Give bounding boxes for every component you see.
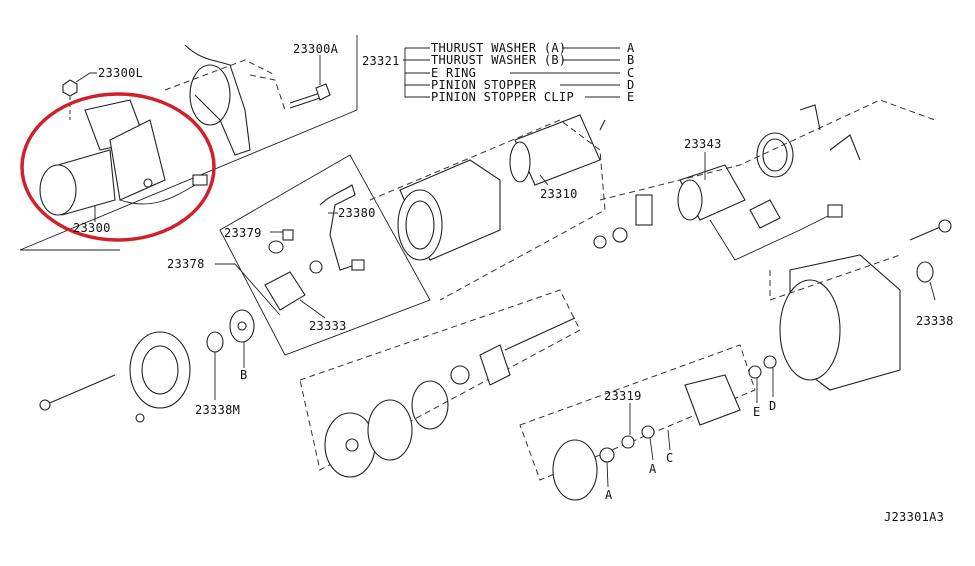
- legend-item-key: D: [627, 78, 635, 92]
- plunger-parts: [593, 104, 861, 249]
- callout-c: C: [666, 451, 674, 465]
- highlight-circle: [20, 92, 216, 242]
- reduction-gear-set: [324, 317, 576, 478]
- label-23300A: 23300A: [293, 42, 339, 56]
- label-23338: 23338: [916, 314, 954, 328]
- diagram-reference-code: J23301A3: [884, 510, 944, 524]
- label-23321: 23321: [362, 54, 400, 68]
- label-23343: 23343: [684, 137, 722, 151]
- legend-item-name: THURUST WASHER (B): [431, 53, 566, 67]
- legend-item-name: E RING: [431, 66, 476, 80]
- clutch-group-outline: [519, 344, 756, 481]
- label-23319: 23319: [604, 389, 642, 403]
- label-23310: 23310: [540, 187, 578, 201]
- legend-item-key: A: [627, 41, 635, 55]
- label-23300: 23300: [73, 221, 111, 235]
- brush-group-outline: [219, 154, 431, 356]
- label-23380: 23380: [338, 206, 376, 220]
- callout-a: A: [605, 488, 613, 502]
- switch-group-outline: [599, 99, 936, 201]
- legend-item-key: B: [627, 53, 635, 67]
- legend-item-name: THURUST WASHER (A): [431, 41, 566, 55]
- magnetic-switch: [677, 132, 843, 261]
- callout-a: A: [649, 462, 657, 476]
- label-23333: 23333: [309, 319, 347, 333]
- engine-flange: [164, 44, 286, 156]
- label-23338M: 23338M: [195, 403, 240, 417]
- armature: [509, 114, 606, 186]
- clutch: [552, 355, 777, 501]
- callout-d: D: [769, 399, 777, 413]
- legend-item-name: PINION STOPPER CLIP: [431, 90, 574, 104]
- yoke: [397, 159, 501, 261]
- legend-item-key: E: [627, 90, 635, 104]
- callout-e: E: [753, 405, 761, 419]
- bolt-icon: [289, 83, 331, 109]
- housing-outline: [769, 254, 901, 301]
- legend-item-key: C: [627, 66, 635, 80]
- drive-housing: [779, 219, 952, 391]
- brush-set: [264, 184, 365, 311]
- leader-lines: [94, 47, 936, 488]
- nut-icon: [62, 79, 78, 97]
- gear-group-outline: [299, 289, 581, 471]
- legend-item-name: PINION STOPPER: [431, 78, 537, 92]
- callout-b: B: [240, 368, 248, 382]
- label-23300L: 23300L: [98, 66, 143, 80]
- label-23378: 23378: [167, 257, 205, 271]
- label-23379: 23379: [224, 226, 262, 240]
- parts-legend: THURUST WASHER (A) THURUST WASHER (B) E …: [431, 41, 635, 104]
- starter-motor-assembly: [39, 99, 208, 222]
- rear-cover: [39, 309, 255, 423]
